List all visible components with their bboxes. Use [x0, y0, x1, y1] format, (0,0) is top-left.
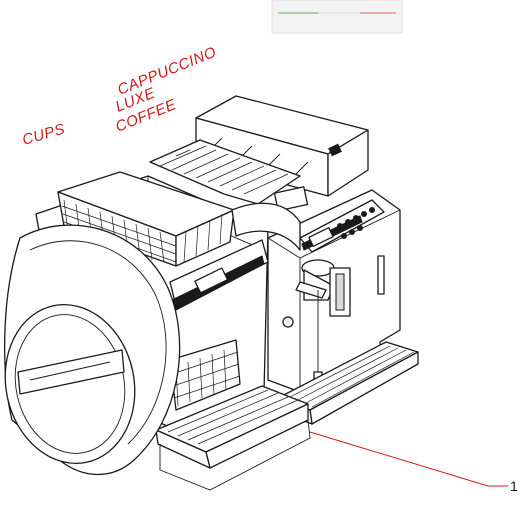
cup-warmer-grid — [149, 139, 301, 205]
coffee-control-panel — [299, 199, 385, 253]
drip-tray-left — [155, 385, 311, 491]
label-cups: CUPS — [20, 120, 67, 148]
cappuccino-control-panel — [169, 239, 269, 311]
cappuccino-unit — [4, 171, 311, 491]
side-door — [4, 224, 181, 476]
top-tab — [271, 0, 403, 34]
coffee-unit — [149, 95, 419, 425]
callout-1: 1 — [309, 431, 518, 494]
label-cappuccino: CAPPUCCINO — [115, 44, 219, 99]
top-basket — [57, 171, 235, 267]
group-head — [295, 259, 351, 317]
callout-number: 1 — [510, 478, 518, 494]
